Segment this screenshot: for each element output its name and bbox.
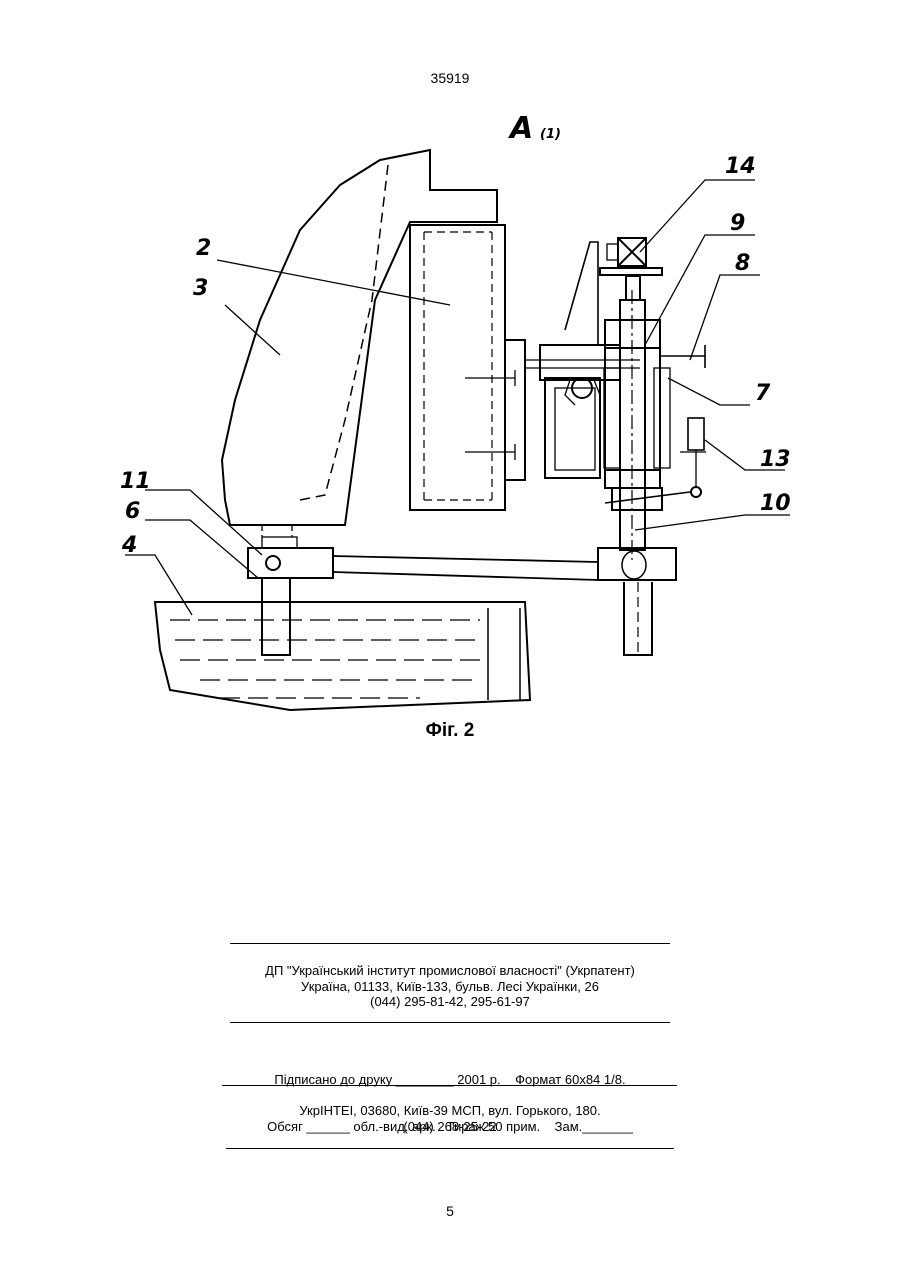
callout-4: 4 [121, 533, 137, 558]
publisher-block: ДП "Український інститут промислової вла… [0, 963, 900, 1010]
body-3-outline [222, 150, 497, 525]
callout-3: 3 [193, 276, 208, 301]
callout-13: 13 [760, 447, 791, 472]
patent-number: 35919 [0, 70, 900, 86]
view-sublabel: (1) [540, 127, 561, 142]
publisher-line: (044) 295-81-42, 295-61-97 [0, 994, 900, 1010]
callout-2: 2 [196, 236, 211, 261]
callout-11: 11 [120, 469, 151, 494]
callout-7: 7 [755, 381, 771, 406]
divider [230, 1022, 670, 1023]
callout-6: 6 [125, 499, 140, 524]
publisher-line: Україна, 01133, Київ-133, бульв. Лесі Ук… [0, 979, 900, 995]
view-label: A [508, 111, 533, 146]
divider [230, 943, 670, 944]
printer-line: (044) 268-25-22 [0, 1119, 900, 1135]
publisher-line: ДП "Український інститут промислової вла… [0, 963, 900, 979]
printer-block: УкрІНТЕІ, 03680, Київ-39 МСП, вул. Горьк… [0, 1103, 900, 1134]
page-number: 5 [0, 1203, 900, 1219]
divider [226, 1148, 674, 1149]
callout-10: 10 [760, 491, 791, 516]
callout-8: 8 [735, 251, 750, 276]
figure-caption: Фіг. 2 [0, 720, 900, 742]
printer-line: УкрІНТЕІ, 03680, Київ-39 МСП, вул. Горьк… [0, 1103, 900, 1119]
technical-drawing: A (1) 2 3 14 9 8 7 13 10 11 6 4 [110, 100, 810, 720]
callout-9: 9 [730, 211, 745, 236]
divider [222, 1085, 677, 1086]
callout-14: 14 [725, 154, 756, 179]
